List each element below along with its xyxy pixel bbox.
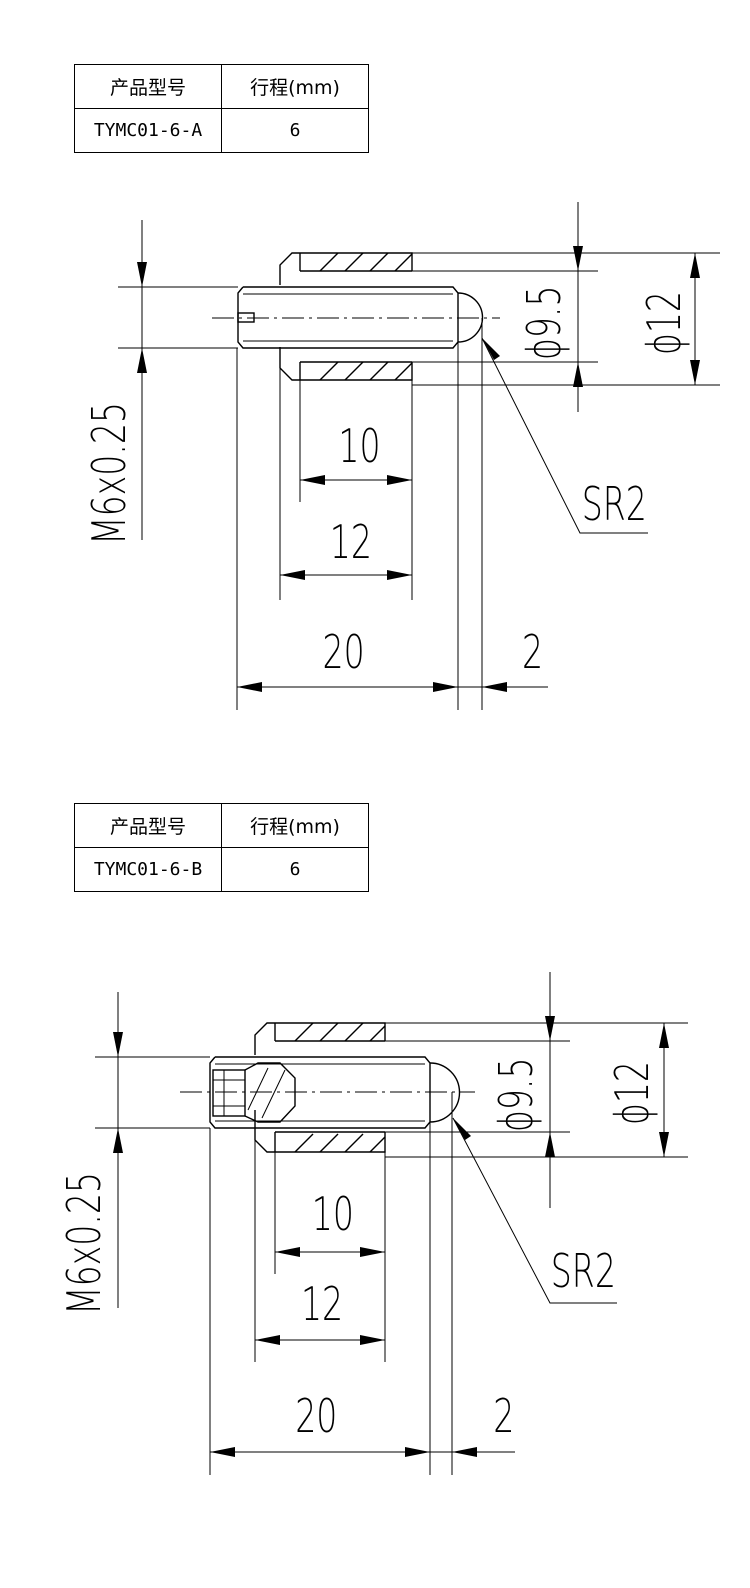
ball-tip — [429, 1062, 461, 1123]
header-stroke: 行程(mm) — [221, 803, 369, 848]
stroke-value: 6 — [221, 847, 369, 892]
len2-label: 2 — [493, 1391, 514, 1444]
drawing-b: M6x0.25 ϕ9.5 ϕ12 SR2 10 12 20 2 — [59, 972, 688, 1475]
spec-table-b: 产品型号 行程(mm) TYMC01-6-B 6 — [74, 803, 369, 892]
sr-label: SR2 — [582, 479, 647, 532]
thread-dim-label: M6x0.25 — [84, 402, 137, 545]
section-hatching — [319, 252, 413, 381]
thread-dim-label: M6x0.25 — [59, 1172, 112, 1315]
len12-label: 12 — [301, 1279, 343, 1332]
screw-body — [209, 1056, 431, 1129]
len20-label: 20 — [295, 1391, 337, 1444]
d-outer-label: ϕ12 — [639, 291, 692, 355]
spec-table-a: 产品型号 行程(mm) TYMC01-6-A 6 — [74, 64, 369, 153]
housing-outline — [254, 1022, 386, 1055]
model-value: TYMC01-6-B — [74, 847, 222, 892]
header-model: 产品型号 — [74, 803, 222, 848]
len20-label: 20 — [323, 627, 365, 680]
hex-socket — [212, 1069, 246, 1117]
stroke-value: 6 — [221, 108, 369, 153]
housing-outline — [279, 252, 413, 285]
sr-label: SR2 — [551, 1246, 616, 1299]
len2-label: 2 — [522, 627, 543, 680]
section-hatching — [294, 1022, 386, 1153]
model-value: TYMC01-6-A — [74, 108, 222, 153]
ball-tip — [457, 292, 484, 343]
screw-body — [237, 286, 459, 349]
len10-label: 10 — [338, 421, 380, 474]
header-model: 产品型号 — [74, 64, 222, 109]
d-inner-label: ϕ9.5 — [519, 285, 572, 360]
d-inner-label: ϕ9.5 — [491, 1057, 544, 1132]
header-stroke: 行程(mm) — [221, 64, 369, 109]
len10-label: 10 — [312, 1189, 354, 1242]
d-outer-label: ϕ12 — [607, 1061, 660, 1125]
len12-label: 12 — [330, 517, 372, 570]
drawing-a: M6x0.25 ϕ9.5 ϕ12 SR2 10 12 20 2 — [84, 202, 720, 710]
